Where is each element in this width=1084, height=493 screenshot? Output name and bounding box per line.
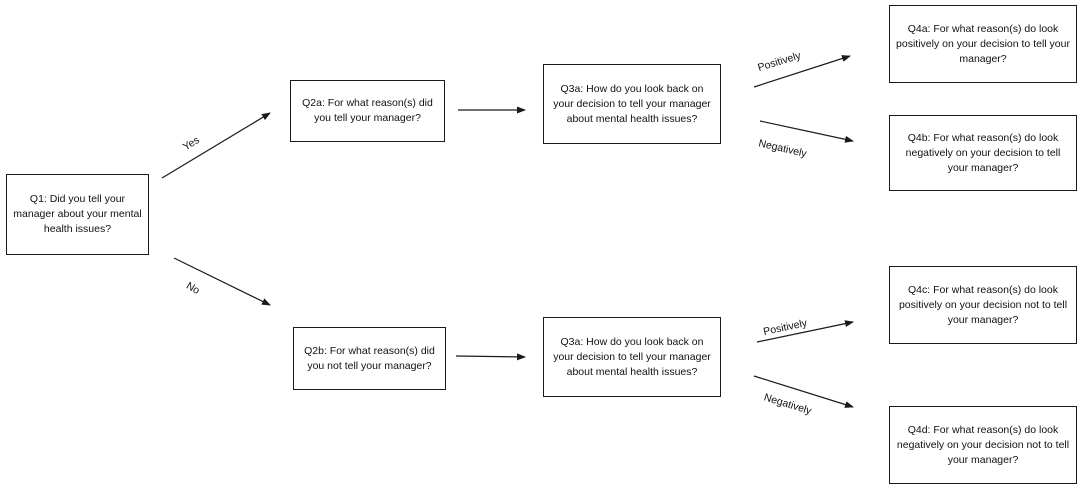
edge-label-negatively-bottom: Negatively [762, 391, 813, 417]
arrow-q3a-bottom-to-q4d [753, 375, 854, 408]
node-q2b: Q2b: For what reason(s) did you not tell… [293, 327, 446, 390]
edge-label-yes: Yes [181, 134, 202, 153]
arrow-q3a-top-to-q4a [753, 55, 851, 88]
edge-label-negatively-top: Negatively [757, 137, 808, 160]
arrow-q1-to-q2a [161, 112, 271, 179]
node-q4d: Q4d: For what reason(s) do look negative… [889, 406, 1077, 484]
node-q4c: Q4c: For what reason(s) do look positive… [889, 266, 1077, 344]
edge-label-positively-top: Positively [756, 49, 803, 74]
node-q4b: Q4b: For what reason(s) do look negative… [889, 115, 1077, 191]
node-q1: Q1: Did you tell your manager about your… [6, 174, 149, 255]
arrow-q3a-bottom-to-q4c [756, 320, 854, 343]
node-q2a: Q2a: For what reason(s) did you tell you… [290, 80, 445, 142]
node-q4a: Q4a: For what reason(s) do look positive… [889, 5, 1077, 83]
arrow-q1-to-q2b [173, 257, 271, 306]
edge-label-positively-bottom: Positively [762, 317, 809, 338]
node-q3a-top: Q3a: How do you look back on your decisi… [543, 64, 721, 144]
arrow-q3a-top-to-q4b [759, 120, 854, 143]
node-q3a-bottom: Q3a: How do you look back on your decisi… [543, 317, 721, 397]
edge-label-no: No [184, 280, 202, 297]
arrow-q2b-to-q3a-bottom [455, 353, 526, 361]
